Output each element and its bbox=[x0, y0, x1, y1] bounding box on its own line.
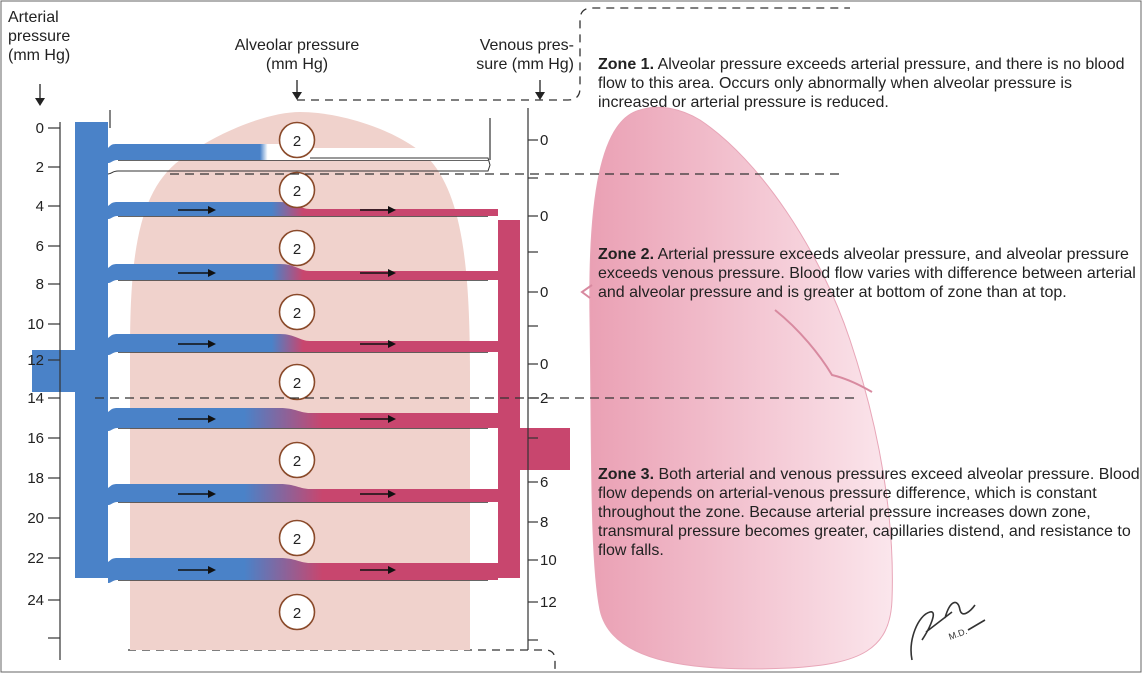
alveolar-pressure-value: 2 bbox=[293, 133, 301, 150]
arterial-tick-label: 10 bbox=[27, 316, 44, 333]
alveolar-pressure-value: 2 bbox=[293, 531, 301, 548]
arterial-tick-label: 8 bbox=[36, 276, 44, 293]
venous-tick-label: 0 bbox=[540, 132, 548, 149]
venous-tick-label: 6 bbox=[540, 474, 548, 491]
alveolar-pressure-header: Alveolar pressure (mm Hg) bbox=[222, 36, 372, 74]
alveolar-pressure-value: 2 bbox=[293, 375, 301, 392]
zone-3-title: Zone 3. bbox=[598, 466, 654, 483]
venous-header-arrow bbox=[535, 80, 545, 100]
alveolar-pressure-value: 2 bbox=[293, 183, 301, 200]
venous-trunk bbox=[498, 220, 570, 578]
alveolar-header-line1: Alveolar pressure bbox=[222, 36, 372, 55]
arterial-tick-label: 4 bbox=[36, 198, 44, 215]
venous-tick-label: 0 bbox=[540, 284, 548, 301]
netter-signature: M.D. bbox=[911, 602, 985, 660]
arterial-tick-label: 0 bbox=[36, 120, 44, 137]
zone-2-text: Arterial pressure exceeds alveolar press… bbox=[598, 246, 1136, 301]
zone-3-description: Zone 3. Both arterial and venous pressur… bbox=[598, 465, 1142, 560]
arterial-header-line1: Arterial bbox=[8, 8, 70, 27]
arterial-header-line3: (mm Hg) bbox=[8, 46, 70, 65]
arterial-header-line2: pressure bbox=[8, 27, 70, 46]
arterial-header-arrow bbox=[35, 84, 45, 106]
arterial-tick-label: 2 bbox=[36, 159, 44, 176]
venous-header-line1: Venous pres- bbox=[452, 36, 574, 55]
arterial-tick-label: 14 bbox=[27, 390, 44, 407]
arterial-tick-label: 6 bbox=[36, 238, 44, 255]
signature-md: M.D. bbox=[947, 626, 968, 642]
arterial-tick-label: 16 bbox=[27, 430, 44, 447]
arterial-tick-label: 18 bbox=[27, 470, 44, 487]
arterial-tick-label: 22 bbox=[27, 550, 44, 567]
zone-3-text: Both arterial and venous pressures excee… bbox=[598, 466, 1140, 559]
alveolar-header-line2: (mm Hg) bbox=[222, 55, 372, 74]
alveolar-pressure-value: 2 bbox=[293, 453, 301, 470]
zone-1-title: Zone 1. bbox=[598, 56, 654, 73]
venous-tick-label: 10 bbox=[540, 552, 557, 569]
venous-header-line2: sure (mm Hg) bbox=[452, 55, 574, 74]
alveolar-pressure-value: 2 bbox=[293, 605, 301, 622]
alveolar-pressure-value: 2 bbox=[293, 305, 301, 322]
alveolar-header-arrow bbox=[292, 80, 302, 100]
bottom-bracket bbox=[128, 650, 555, 672]
venous-tick-label: 0 bbox=[540, 208, 548, 225]
zone-2-title: Zone 2. bbox=[598, 246, 654, 263]
venous-tick-label: 8 bbox=[540, 514, 548, 531]
zone-1-text: Alveolar pressure exceeds arterial press… bbox=[598, 56, 1125, 111]
venous-tick-label: 12 bbox=[540, 594, 557, 611]
right-lung-shape bbox=[590, 107, 893, 669]
venous-pressure-header: Venous pres- sure (mm Hg) bbox=[452, 36, 574, 74]
arterial-pressure-header: Arterial pressure (mm Hg) bbox=[8, 8, 70, 65]
zone-1-description: Zone 1. Alveolar pressure exceeds arteri… bbox=[598, 55, 1142, 112]
zone-2-description: Zone 2. Arterial pressure exceeds alveol… bbox=[598, 245, 1142, 302]
arterial-tick-label: 12 bbox=[27, 352, 44, 369]
venous-tick-label: 0 bbox=[540, 356, 548, 373]
alveolar-pressure-value: 2 bbox=[293, 241, 301, 258]
arterial-tick-label: 24 bbox=[27, 592, 44, 609]
arterial-tick-label: 20 bbox=[27, 510, 44, 527]
